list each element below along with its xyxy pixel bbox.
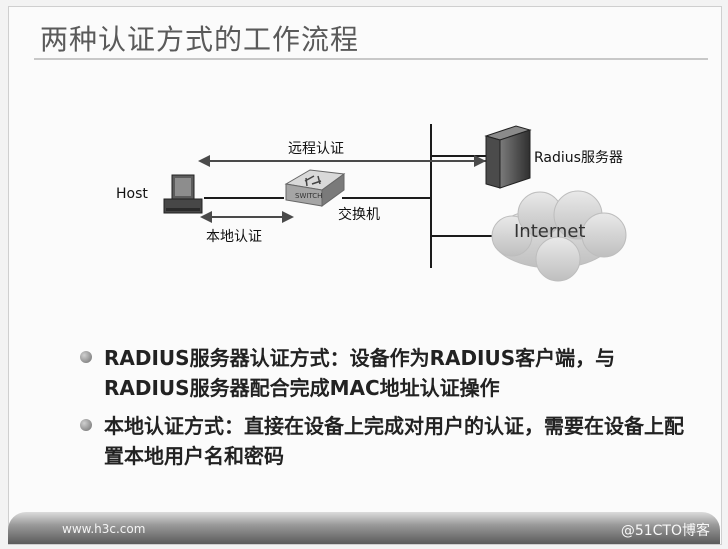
bullet-item: 本地认证方式：直接在设备上完成对用户的认证，需要在设备上配置本地用户名和密码 (76, 411, 696, 471)
internet-cloud-icon (491, 190, 627, 282)
local-auth-arrow (200, 211, 294, 223)
switch-badge: SWITCH (295, 192, 322, 200)
bullet-item: RADIUS服务器认证方式：设备作为RADIUS客户端，与RADIUS服务器配合… (76, 343, 696, 403)
host-label: Host (116, 186, 148, 202)
switch-icon: SWITCH (284, 169, 346, 207)
remote-auth-label: 远程认证 (288, 141, 344, 157)
bullet-dot-icon (80, 351, 92, 363)
radius-server-icon (484, 125, 532, 189)
host-computer-icon (163, 174, 203, 214)
watermark: @51CTO博客 (620, 523, 710, 539)
radius-server-label: Radius服务器 (534, 150, 623, 166)
slide-title: 两种认证方式的工作流程 (40, 23, 360, 56)
footer-url: www.h3c.com (62, 522, 146, 536)
bullet-list: RADIUS服务器认证方式：设备作为RADIUS客户端，与RADIUS服务器配合… (76, 343, 696, 479)
bullet-text: RADIUS服务器认证方式：设备作为RADIUS客户端，与RADIUS服务器配合… (104, 346, 616, 400)
title-divider (34, 58, 708, 60)
bullet-dot-icon (80, 419, 92, 431)
footer-bar: www.h3c.com @51CTO博客 (8, 512, 720, 544)
internet-label: Internet (514, 221, 586, 242)
switch-label: 交换机 (338, 207, 380, 223)
local-auth-label: 本地认证 (206, 229, 262, 245)
slide (8, 6, 722, 545)
bullet-text: 本地认证方式：直接在设备上完成对用户的认证，需要在设备上配置本地用户名和密码 (104, 414, 684, 468)
remote-auth-arrow (198, 155, 486, 167)
